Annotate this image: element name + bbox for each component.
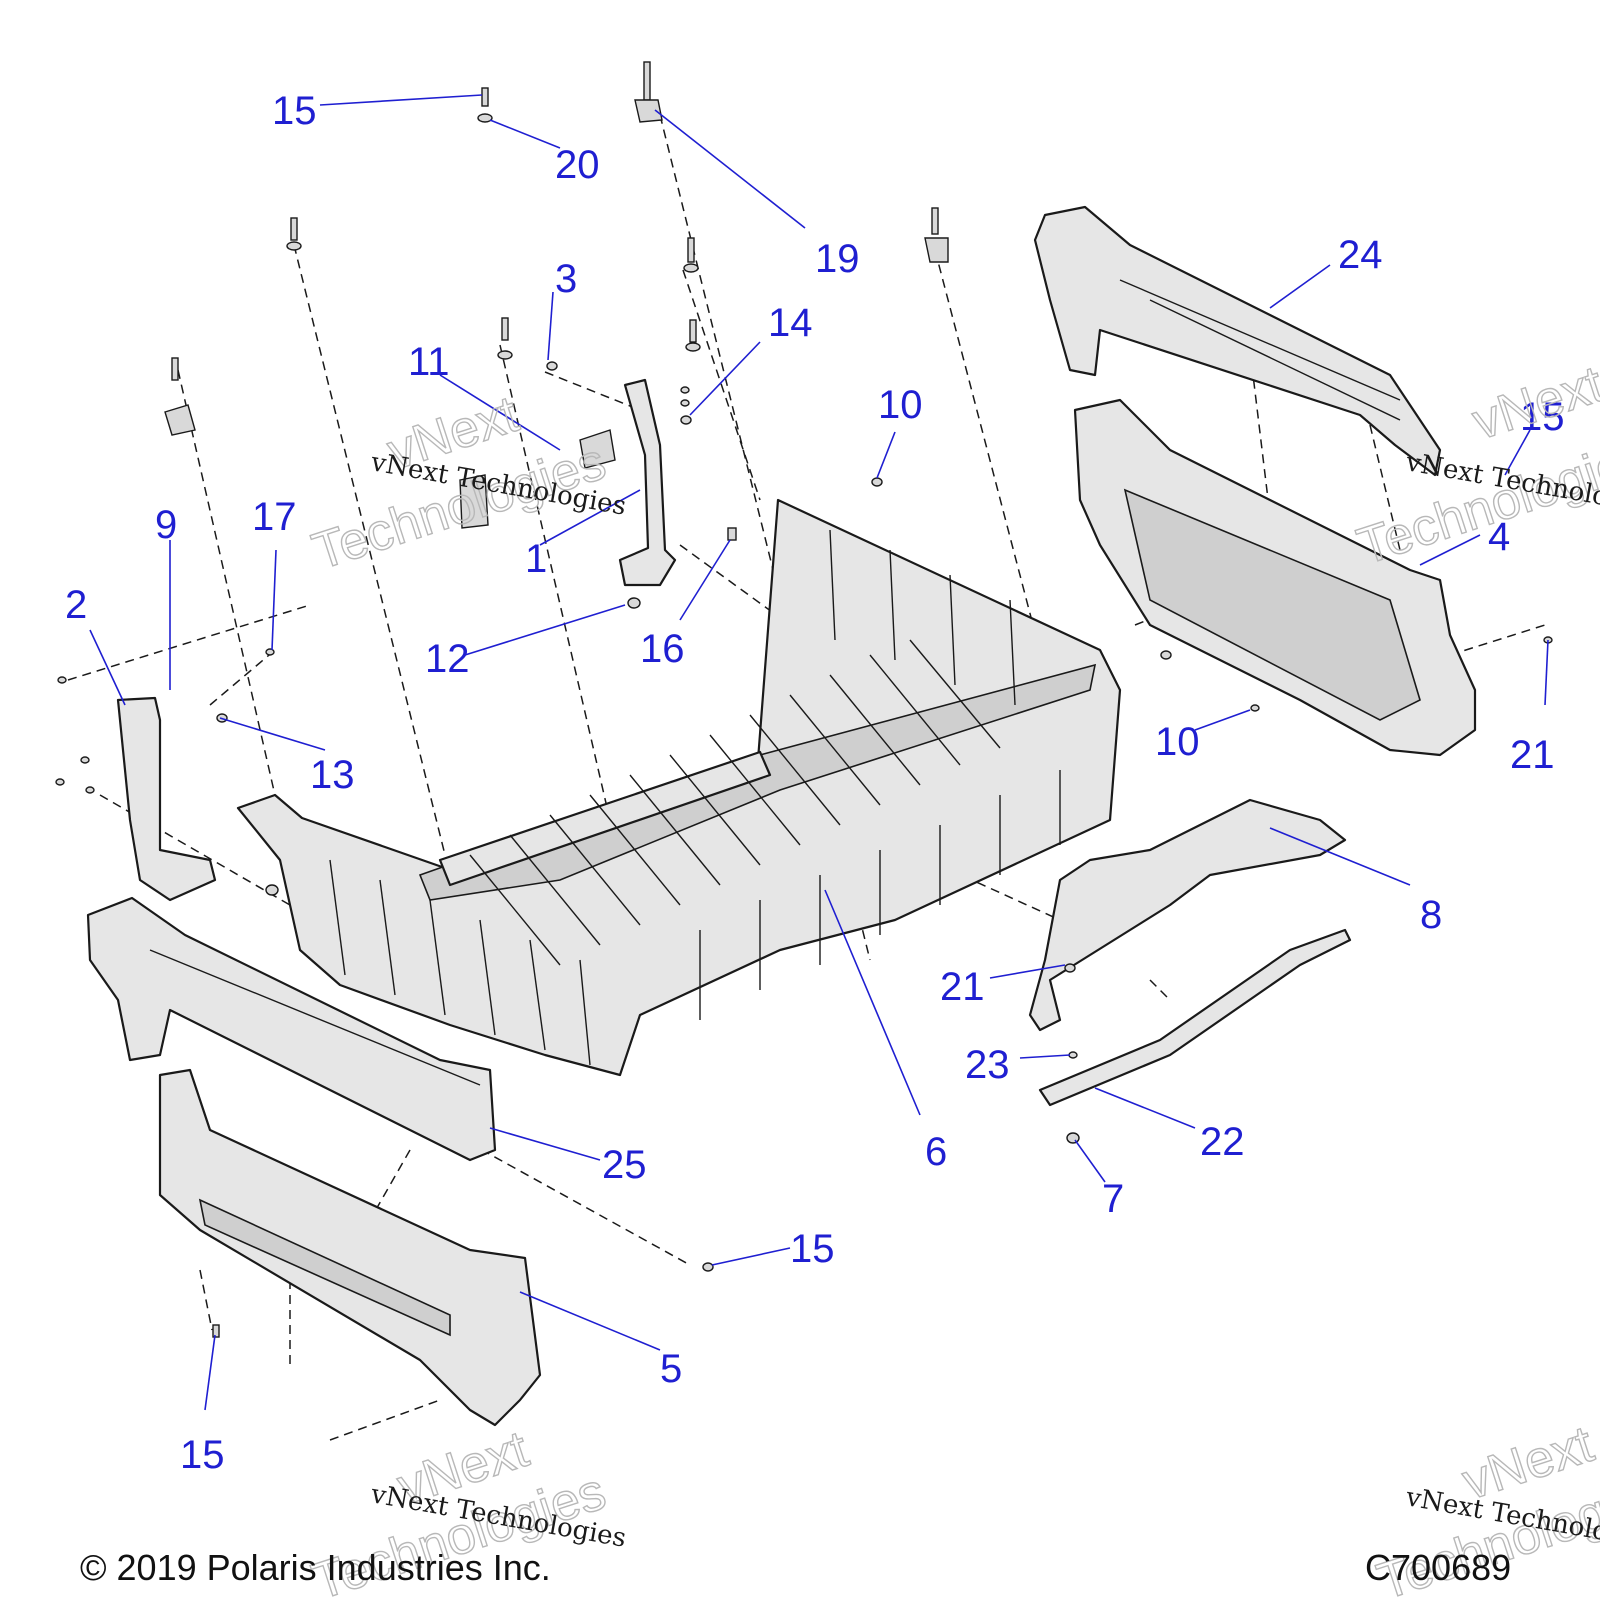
callout-2: 2 [65, 583, 87, 627]
mounting-bracket [1038, 928, 1352, 1107]
footer: © 2019 Polaris Industries Inc. C700689 [80, 1547, 1511, 1588]
callout-18: 19 [815, 237, 860, 281]
right-side-skid [1028, 798, 1347, 1032]
callout-3: 3 [555, 257, 577, 301]
copyright-text: © 2019 Polaris Industries Inc. [80, 1547, 551, 1588]
callout-12: 12 [425, 637, 470, 681]
hardware [55, 61, 1553, 1338]
callout-20: 20 [555, 143, 600, 187]
callout-15-mid: 15 [790, 1227, 835, 1271]
callout-23: 23 [965, 1043, 1010, 1087]
callout-9: 9 [155, 503, 177, 547]
callout-15-bottom: 15 [180, 1433, 225, 1477]
callout-10-right: 10 [1155, 720, 1200, 764]
callout-15-right: 15 [1520, 395, 1565, 439]
callout-4: 4 [1488, 515, 1510, 559]
callout-16: 16 [640, 627, 685, 671]
callout-13: 13 [310, 753, 355, 797]
callout-22: 22 [1200, 1120, 1245, 1164]
callout-21-right: 21 [1510, 733, 1555, 777]
bracket-2 [116, 696, 217, 902]
bracket-1 [618, 378, 677, 587]
wall-ribs [329, 529, 1061, 1066]
rear-lower-panel [1073, 398, 1477, 757]
floor-ribs [469, 639, 1001, 966]
rear-upper-panel [1033, 205, 1442, 477]
front-lower-panel [158, 1068, 542, 1427]
callout-8: 8 [1420, 893, 1442, 937]
callout-10-top: 10 [878, 383, 923, 427]
callout-25: 25 [602, 1143, 647, 1187]
callout-11: 11 [408, 340, 450, 384]
callout-21-left: 21 [940, 965, 985, 1009]
callout-17: 17 [252, 495, 297, 539]
callout-24: 24 [1338, 233, 1383, 277]
callout-1: 1 [525, 537, 547, 581]
callout-14: 14 [768, 301, 813, 345]
cargo-box [236, 498, 1122, 1077]
front-upper-panel [86, 896, 497, 1162]
callout-19: 15 [272, 89, 317, 133]
leader-lines [89, 94, 1549, 1411]
callout-6: 6 [925, 1130, 947, 1174]
callouts: 15 20 19 3 14 11 24 10 15 4 1 9 17 2 12 … [65, 89, 1565, 1477]
callout-7: 7 [1102, 1177, 1124, 1221]
callout-5: 5 [660, 1347, 682, 1391]
diagram-code: C700689 [1365, 1547, 1511, 1588]
